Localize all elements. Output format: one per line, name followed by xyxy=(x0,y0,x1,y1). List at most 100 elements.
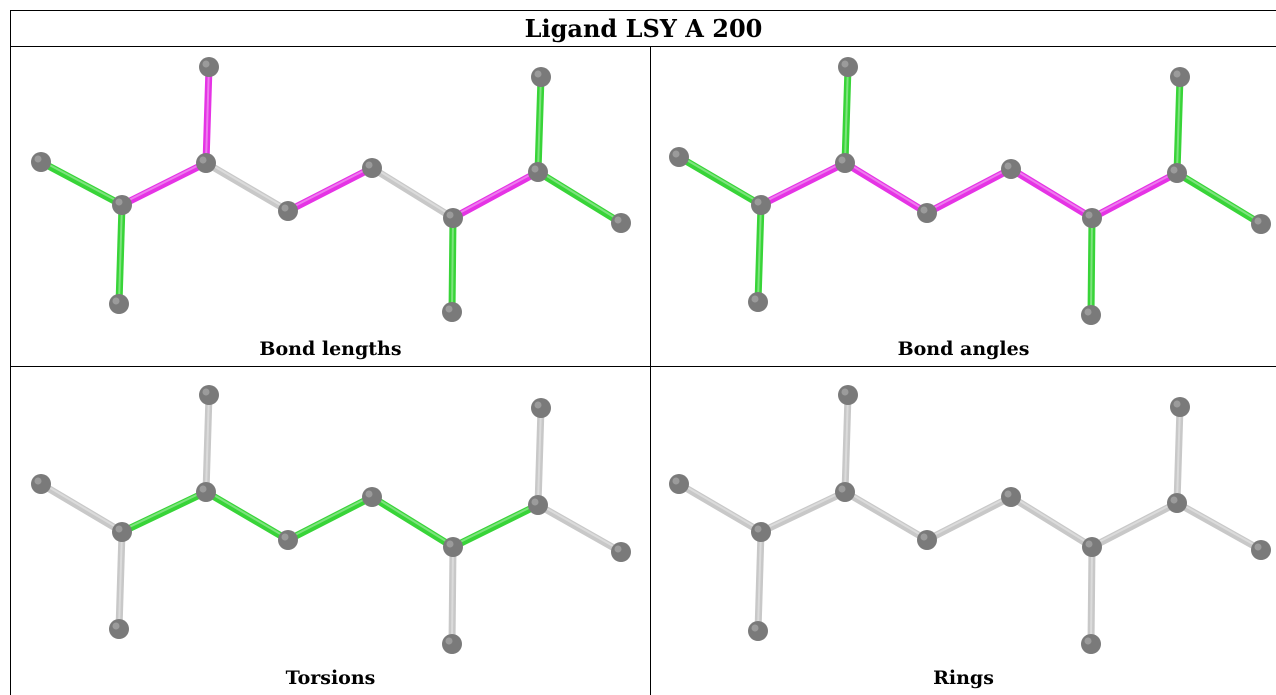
atom xyxy=(31,474,51,494)
bond-pink xyxy=(118,159,210,209)
bond-highlight xyxy=(1176,500,1262,550)
bond-grey xyxy=(923,493,1015,544)
figure-title: Ligand LSY A 200 xyxy=(10,10,1276,47)
atom xyxy=(751,522,771,542)
atom-shine xyxy=(614,216,622,224)
bond-highlight xyxy=(40,159,123,205)
bond-highlight xyxy=(844,160,928,213)
bond-highlight xyxy=(537,74,542,172)
bond-grey xyxy=(202,159,292,215)
bond-grey xyxy=(1087,543,1096,648)
bond-highlight xyxy=(1010,494,1093,547)
bond-highlight xyxy=(1176,74,1181,173)
bond-green xyxy=(284,493,376,544)
bond-highlight xyxy=(926,166,1012,213)
bond-highlight xyxy=(40,481,123,532)
atom xyxy=(1251,540,1271,560)
atom xyxy=(199,57,219,77)
atom-shine xyxy=(446,211,454,219)
atom xyxy=(611,542,631,562)
bond-highlight xyxy=(757,529,762,631)
atom-shine xyxy=(281,204,289,212)
atom xyxy=(917,530,937,550)
bond-green xyxy=(1173,169,1265,228)
bond-green xyxy=(534,168,625,227)
atom-shine xyxy=(672,477,680,485)
atom xyxy=(362,158,382,178)
bond-highlight xyxy=(926,494,1012,540)
atom xyxy=(442,634,462,654)
atom-shine xyxy=(1170,496,1178,504)
bond-grey xyxy=(757,488,849,536)
bond-green xyxy=(37,158,126,209)
bond-grey xyxy=(675,480,765,536)
atom-shine xyxy=(365,490,373,498)
atom xyxy=(1082,208,1102,228)
atom-shine xyxy=(754,525,762,533)
bond-green xyxy=(368,493,457,551)
atom-shine xyxy=(445,305,453,313)
bond-pink xyxy=(841,159,931,217)
atom-shine xyxy=(751,295,759,303)
atom-shine xyxy=(1004,162,1012,170)
bond-highlight xyxy=(451,215,454,312)
atom xyxy=(1167,493,1187,513)
atom-shine xyxy=(534,70,542,78)
bond-highlight xyxy=(205,489,289,540)
atom-shine xyxy=(534,401,542,409)
atom xyxy=(669,147,689,167)
bond-highlight xyxy=(451,544,454,644)
atom-shine xyxy=(445,637,453,645)
bond-grey xyxy=(754,528,765,635)
bond-green xyxy=(449,501,542,551)
caption-torsions: Torsions xyxy=(285,667,376,689)
atom xyxy=(835,153,855,173)
bond-green xyxy=(448,214,457,316)
bond-highlight xyxy=(537,169,622,223)
bond-pink xyxy=(202,63,213,167)
bond-grey xyxy=(115,528,126,633)
bond-highlight xyxy=(1090,544,1093,644)
bond-green xyxy=(115,201,126,308)
bond-green xyxy=(1087,214,1096,319)
molecule-torsions xyxy=(31,385,631,654)
bond-green xyxy=(202,488,292,544)
atom-shine xyxy=(841,388,849,396)
bond-highlight xyxy=(537,405,542,505)
bond-highlight xyxy=(287,165,373,211)
atom-shine xyxy=(446,540,454,548)
atom-shine xyxy=(115,198,123,206)
atom-shine xyxy=(838,485,846,493)
bond-highlight xyxy=(118,202,123,304)
atom-shine xyxy=(1004,490,1012,498)
atom xyxy=(751,195,771,215)
atom xyxy=(278,530,298,550)
atom xyxy=(838,57,858,77)
bond-pink xyxy=(757,159,849,209)
atom xyxy=(528,495,548,515)
molecule-rings xyxy=(669,385,1271,654)
bond-highlight xyxy=(121,160,207,205)
panel-rings: Rings xyxy=(650,367,1276,695)
bond-pink xyxy=(1007,165,1096,222)
atom-shine xyxy=(365,161,373,169)
bond-grey xyxy=(1007,493,1096,551)
bond-highlight xyxy=(121,489,207,532)
bond-pink xyxy=(284,164,376,215)
atom xyxy=(669,474,689,494)
bond-highlight xyxy=(1091,170,1178,218)
atom xyxy=(531,398,551,418)
bond-highlight xyxy=(205,64,210,163)
bond-highlight xyxy=(452,502,539,547)
bond-highlight xyxy=(1091,500,1178,547)
bond-pink xyxy=(449,168,542,222)
atom xyxy=(528,162,548,182)
atom-shine xyxy=(115,525,123,533)
bond-grey xyxy=(534,501,625,556)
atom-shine xyxy=(199,485,207,493)
bond-highlight xyxy=(760,160,846,205)
atom-shine xyxy=(1254,217,1262,225)
bond-highlight xyxy=(1176,404,1181,503)
atom xyxy=(1001,159,1021,179)
ligand-figure: Ligand LSY A 200 Bond lengths Bond angle… xyxy=(10,10,1276,695)
